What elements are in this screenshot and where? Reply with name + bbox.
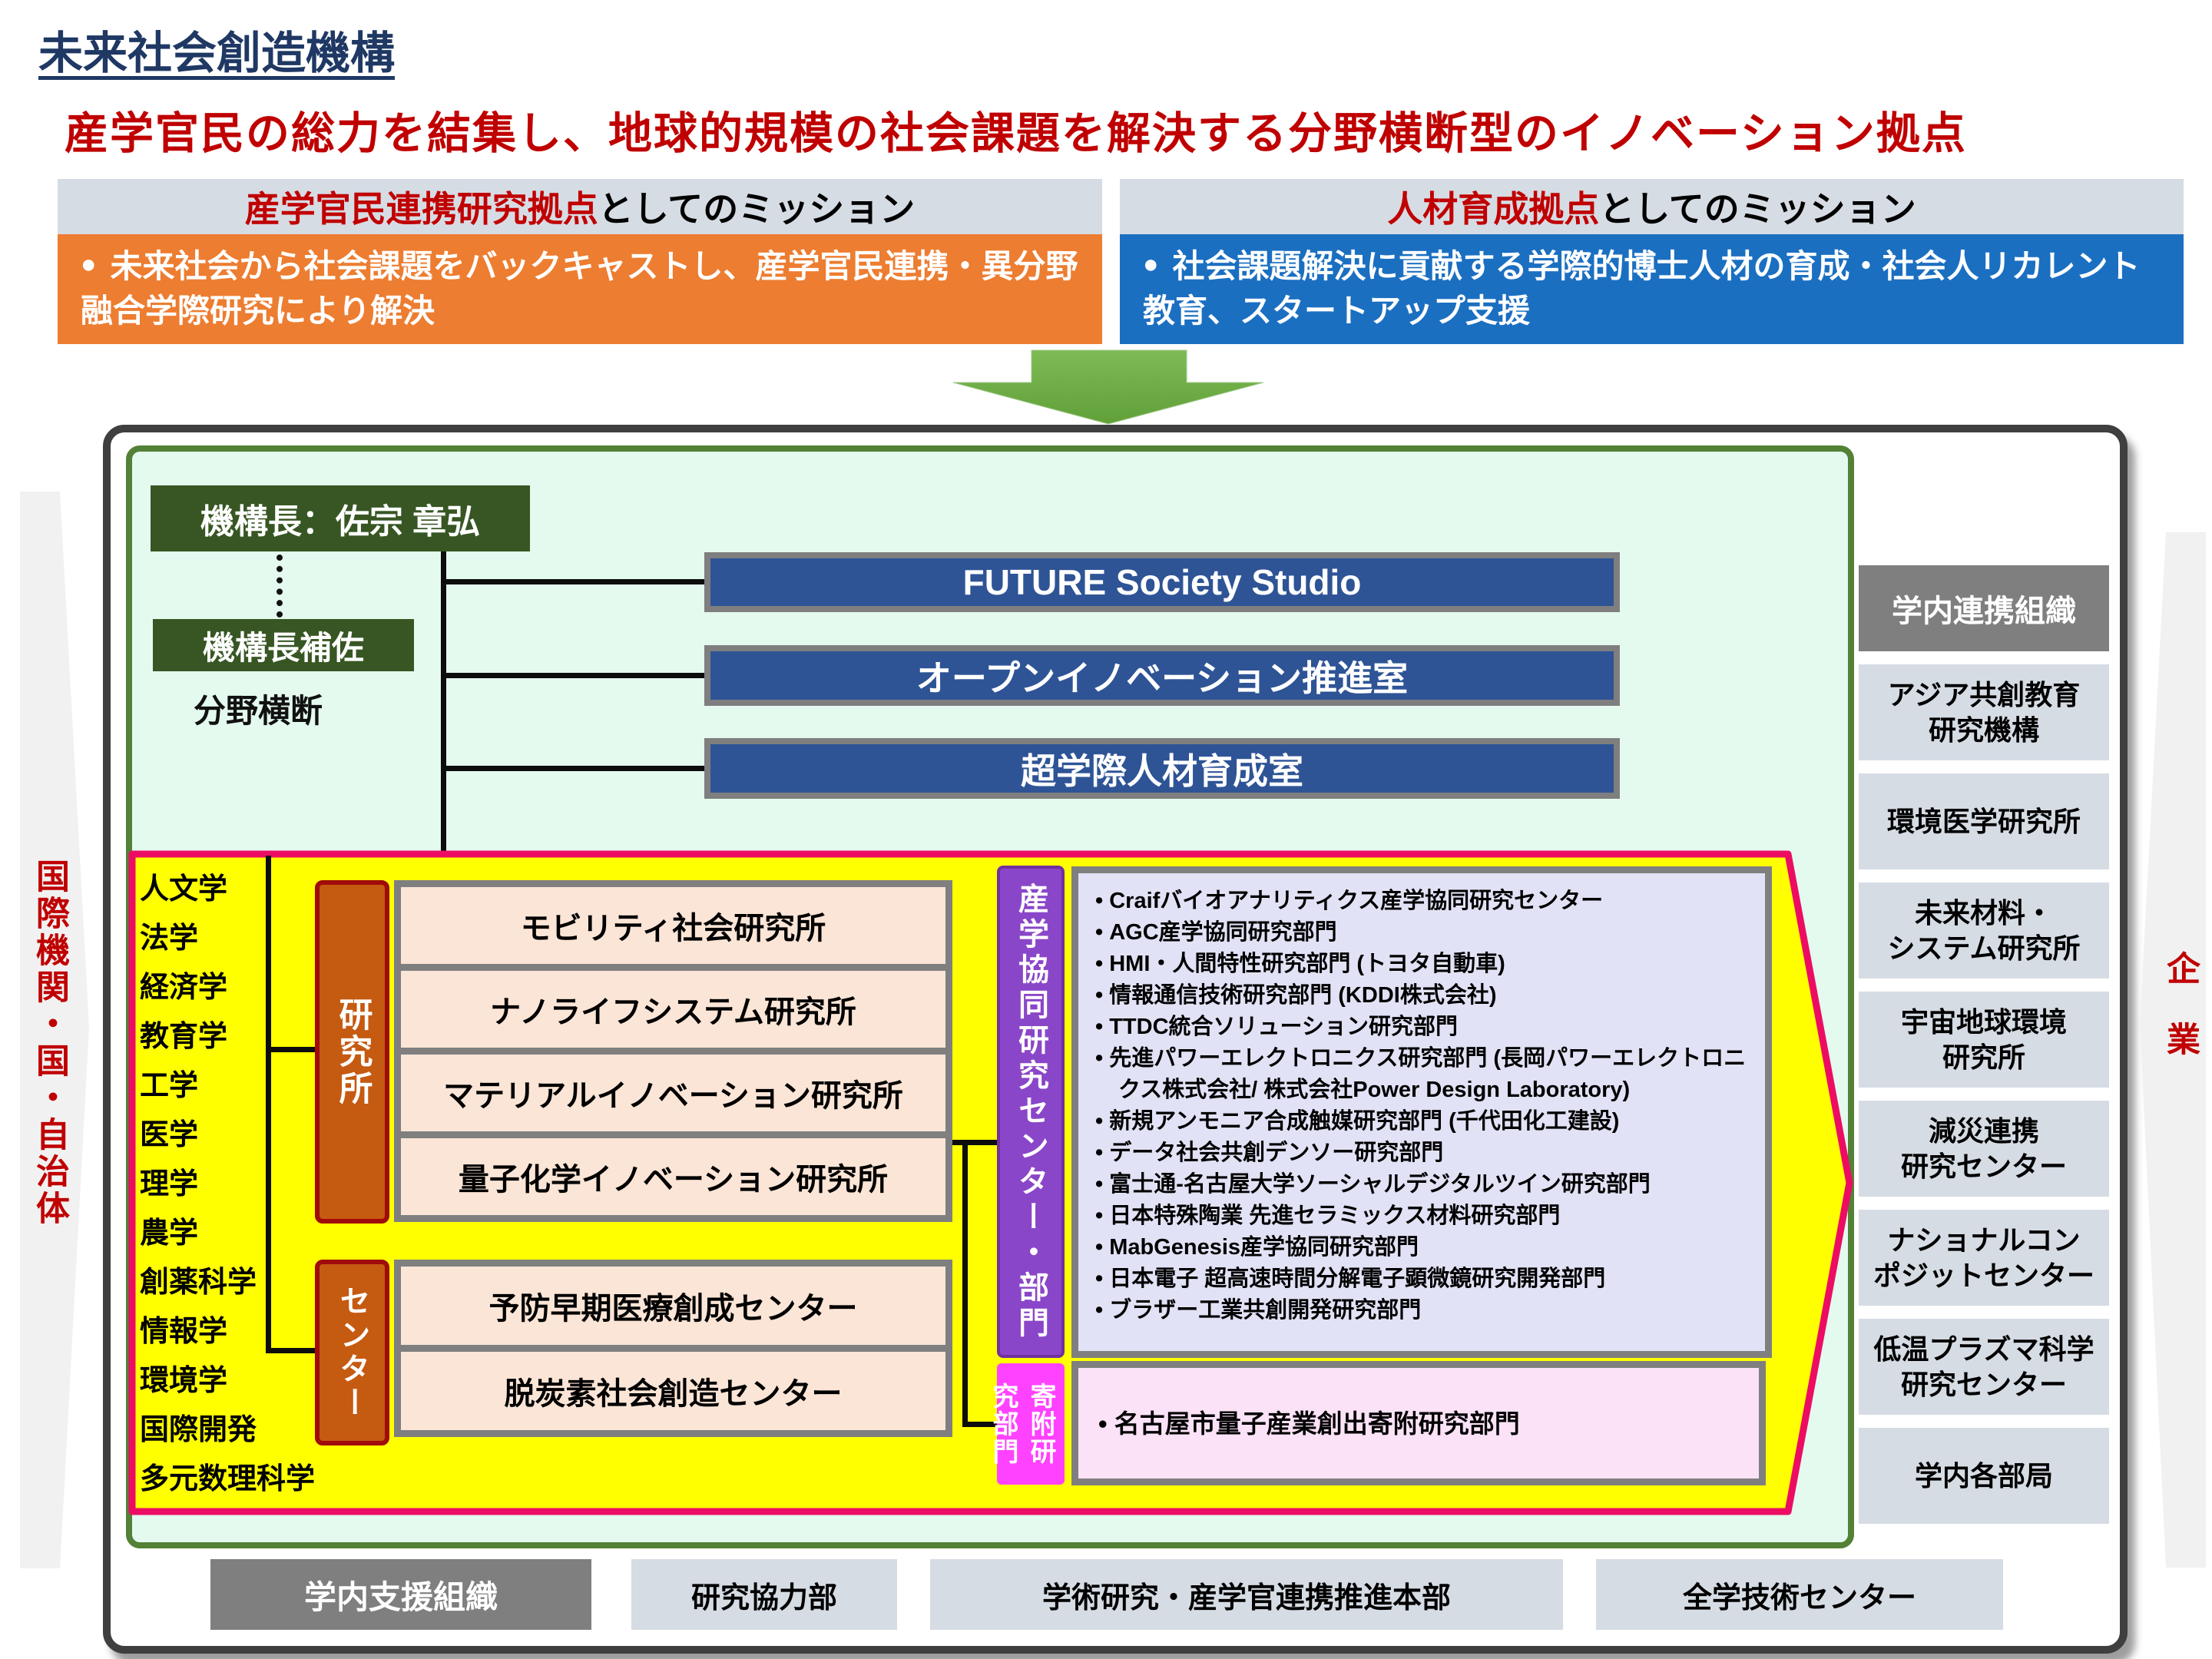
left-arrow-shape	[20, 492, 89, 1568]
connector-line	[962, 1140, 968, 1427]
cross-field-label: 分野横断	[194, 693, 323, 729]
collab-item: 情報通信技術研究部門 (KDDI株式会社)	[1095, 980, 1756, 1012]
campus-partner-header: 学内連携組織	[1859, 565, 2109, 651]
institute-box: モビリティ社会研究所	[401, 887, 945, 964]
collab-item: TTDC統合ソリューション研究部門	[1095, 1012, 1756, 1043]
mission-talent-header: 人材育成拠点としてのミッション	[1120, 179, 2184, 234]
collab-item: 日本特殊陶業 先進セラミックス材料研究部門	[1095, 1200, 1756, 1232]
right-arrow-shape	[2140, 532, 2206, 1568]
support-org-item: 学術研究・産学官連携推進本部	[930, 1559, 1563, 1630]
centers-stack: 予防早期医療創成センター脱炭素社会創造センター	[394, 1260, 952, 1437]
mission-research-body: ●未来社会から社会課題をバックキャストし、産学官民連携・異分野融合学際研究により…	[58, 234, 1102, 344]
bullet-icon: ●	[81, 250, 97, 279]
discipline-item: 理学	[140, 1168, 199, 1200]
connector-line	[962, 1422, 998, 1427]
discipline-item: 多元数理科学	[140, 1463, 316, 1495]
connector-line	[441, 551, 446, 857]
collab-item: Craifバイオアナリティクス産学協同研究センター	[1095, 886, 1756, 917]
campus-partner-item: 低温プラズマ科学 研究センター	[1859, 1319, 2109, 1415]
centers-group-label: センター	[315, 1260, 389, 1445]
campus-partner-item: 宇宙地球環境 研究所	[1859, 992, 2109, 1088]
discipline-item: 人文学	[140, 873, 228, 906]
collab-item: データ社会共創デンソー研究部門	[1095, 1137, 1756, 1169]
collab-item: 新規アンモニア合成触媒研究部門 (千代田化工建設)	[1095, 1106, 1756, 1137]
connector-line	[266, 856, 271, 1353]
campus-partner-item: 学内各部局	[1859, 1428, 2109, 1524]
left-arrow-label: 国際機関・国・自治体	[31, 859, 68, 1227]
discipline-item: 国際開発	[140, 1414, 257, 1446]
collab-item: 富士通-名古屋大学ソーシャルデジタルツイン研究部門	[1095, 1169, 1756, 1200]
director-box: 機構長：佐宗 章弘	[151, 485, 530, 551]
office-bar-transdisciplinary: 超学際人材育成室	[704, 738, 1620, 799]
mission-research-header: 産学官民連携研究拠点としてのミッション	[58, 179, 1102, 234]
discipline-item: 環境学	[140, 1365, 228, 1397]
support-org-item: 全学技術センター	[1596, 1559, 2003, 1630]
institute-box: マテリアルイノベーション研究所	[401, 1055, 945, 1131]
collab-item: MabGenesis産学協同研究部門	[1095, 1232, 1756, 1263]
campus-partner-item: ナショナルコン ポジットセンター	[1859, 1210, 2109, 1306]
collab-item: ブラザー工業共創開発研究部門	[1095, 1295, 1756, 1326]
connector-line	[266, 1047, 320, 1052]
mission-talent-body: ●社会課題解決に貢献する学際的博士人材の育成・社会人リカレント教育、スタートアッ…	[1120, 234, 2184, 344]
collab-item: 日本電子 超高速時間分解電子顕微鏡研究開発部門	[1095, 1263, 1756, 1295]
mission-research-box: 産学官民連携研究拠点としてのミッション ●未来社会から社会課題をバックキャストし…	[58, 179, 1102, 344]
discipline-item: 法学	[140, 922, 199, 955]
endowed-item: 名古屋市量子産業創出寄附研究部門	[1098, 1408, 1520, 1439]
page-subtitle: 産学官民の総力を結集し、地球的規模の社会課題を解決する分野横断型のイノベーション…	[65, 109, 1967, 158]
mission-talent-header-rest: としてのミッション	[1599, 189, 1916, 229]
discipline-item: 教育学	[140, 1021, 228, 1053]
discipline-item: 経済学	[140, 972, 228, 1004]
campus-partner-item: 減災連携 研究センター	[1859, 1101, 2109, 1197]
bullet-icon: ●	[1143, 250, 1159, 279]
center-box: 予防早期医療創成センター	[401, 1267, 945, 1345]
institute-box: 量子化学イノベーション研究所	[401, 1138, 945, 1215]
institutes-stack: モビリティ社会研究所ナノライフシステム研究所マテリアルイノベーション研究所量子化…	[394, 880, 952, 1222]
page-title: 未来社会創造機構	[38, 28, 396, 78]
connector-line	[441, 673, 707, 678]
discipline-item: 情報学	[140, 1316, 228, 1348]
campus-partner-item: アジア共創教育 研究機構	[1859, 664, 2109, 760]
mission-research-header-highlight: 産学官民連携研究拠点	[244, 189, 598, 229]
office-bar-open-innovation: オープンイノベーション推進室	[704, 645, 1620, 706]
support-org-item: 研究協力部	[631, 1559, 897, 1630]
endowed-group-label: 寄附研究部門	[988, 1363, 1065, 1485]
institute-box: ナノライフシステム研究所	[401, 971, 945, 1048]
connector-line	[266, 1348, 320, 1353]
office-bar-future-society-studio: FUTURE Society Studio	[704, 552, 1620, 612]
campus-partner-item: 環境医学研究所	[1859, 773, 2109, 869]
discipline-list: 人文学法学経済学教育学工学医学理学農学創薬科学情報学環境学国際開発多元数理科学	[140, 865, 315, 1504]
discipline-item: 創薬科学	[140, 1267, 257, 1299]
support-org-header: 学内支援組織	[210, 1559, 591, 1630]
discipline-item: 工学	[140, 1070, 199, 1102]
discipline-item: 農学	[140, 1217, 199, 1250]
dotted-connector	[276, 555, 283, 618]
collab-item: HMI・人間特性研究部門 (トヨタ自動車)	[1095, 949, 1756, 980]
center-box: 脱炭素社会創造センター	[401, 1352, 945, 1430]
collab-list-box: Craifバイオアナリティクス産学協同研究センターAGC産学協同研究部門HMI・…	[1071, 866, 1772, 1358]
down-arrow-icon	[952, 349, 1264, 425]
collab-group-label: 産学協同研究センター・部門	[997, 866, 1065, 1358]
mission-talent-text: 社会課題解決に貢献する学際的博士人材の育成・社会人リカレント教育、スタートアップ…	[1143, 248, 2141, 329]
mission-research-text: 未来社会から社会課題をバックキャストし、産学官民連携・異分野融合学際研究により解…	[81, 248, 1078, 329]
connector-line	[952, 1140, 1000, 1145]
mission-research-header-rest: としてのミッション	[598, 189, 916, 229]
deputy-director-box: 機構長補佐	[153, 619, 414, 671]
institutes-group-label: 研究所	[315, 880, 389, 1224]
discipline-item: 医学	[140, 1119, 199, 1151]
connector-line	[441, 579, 707, 584]
mission-talent-header-highlight: 人材育成拠点	[1387, 189, 1600, 229]
endowed-list-box: 名古屋市量子産業創出寄附研究部門	[1071, 1361, 1766, 1485]
collab-item: AGC産学協同研究部門	[1095, 917, 1756, 949]
campus-partner-item: 未来材料・ システム研究所	[1859, 882, 2109, 979]
connector-line	[441, 766, 707, 771]
campus-partner-column: 学内連携組織 アジア共創教育 研究機構環境医学研究所未来材料・ システム研究所宇…	[1859, 565, 2109, 1524]
mission-talent-box: 人材育成拠点としてのミッション ●社会課題解決に貢献する学際的博士人材の育成・社…	[1120, 179, 2184, 344]
right-arrow-label: 企業	[2161, 951, 2199, 1092]
collab-item: 先進パワーエレクトロニクス研究部門 (長岡パワーエレクトロニクス株式会社/ 株式…	[1095, 1043, 1756, 1106]
